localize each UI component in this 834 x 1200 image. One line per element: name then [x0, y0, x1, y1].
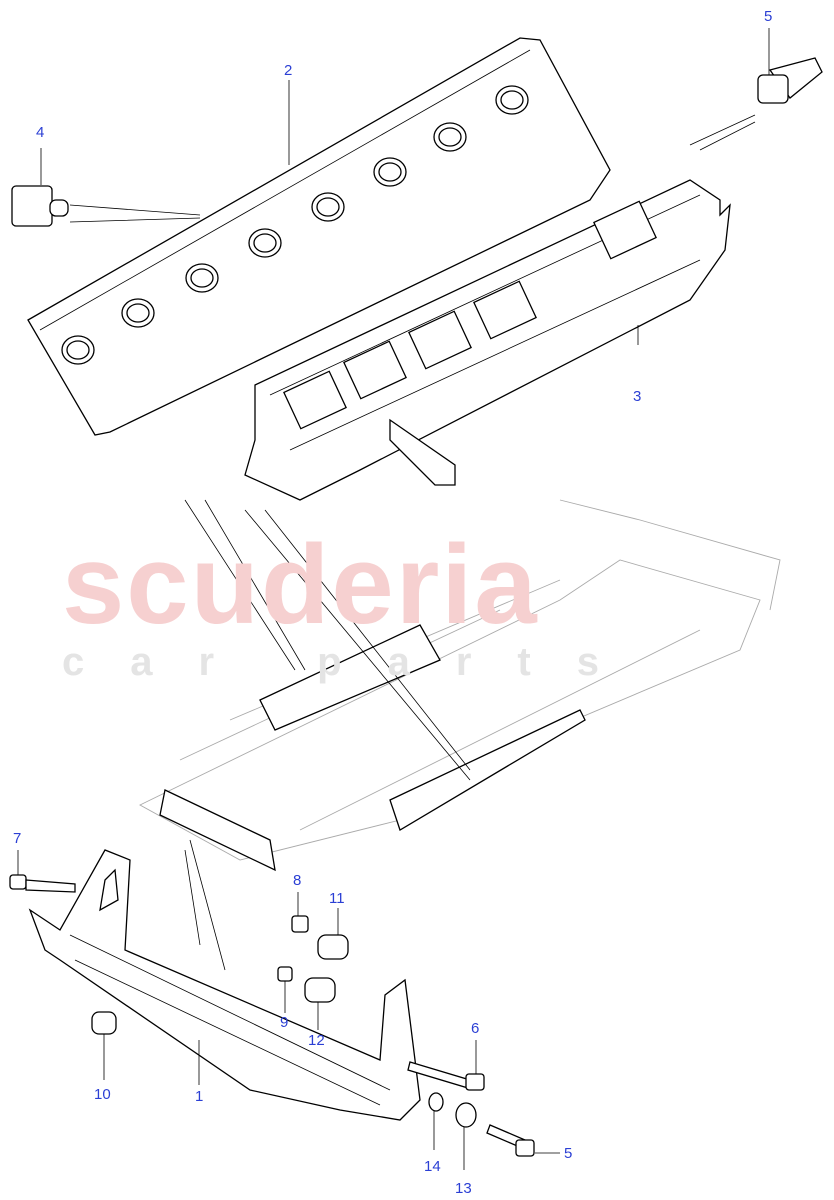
callout-14[interactable]: 14 [424, 1158, 441, 1175]
plate-hole [500, 90, 524, 110]
callout-8[interactable]: 8 [293, 872, 302, 889]
plate-hole [253, 233, 277, 253]
washer-part-13 [455, 1102, 477, 1128]
callout-2[interactable]: 2 [284, 62, 293, 79]
chassis-frame [139, 499, 781, 971]
bracket-part-3[interactable] [244, 179, 731, 501]
skid-plate-part-2[interactable] [27, 37, 611, 436]
plate-hole [378, 162, 402, 182]
callout-1[interactable]: 1 [195, 1088, 204, 1105]
callout-13[interactable]: 13 [455, 1180, 472, 1197]
plate-hole [316, 197, 340, 217]
plate-hole [126, 303, 150, 323]
callout-12[interactable]: 12 [308, 1032, 325, 1049]
plate-hole [438, 127, 462, 147]
callout-10[interactable]: 10 [94, 1086, 111, 1103]
bushing-part-4[interactable] [11, 185, 201, 227]
crossmember-part-1[interactable] [28, 849, 421, 1121]
nut-part-8 [291, 915, 309, 933]
callout-11[interactable]: 11 [329, 890, 345, 907]
callout-5-top[interactable]: 5 [764, 8, 773, 25]
leader-lines [17, 28, 770, 1170]
bolt-part-5-top[interactable] [689, 57, 823, 151]
bush-part-11 [317, 934, 349, 960]
callout-4[interactable]: 4 [36, 124, 45, 141]
bush-part-10 [91, 1011, 117, 1035]
bush-part-12 [304, 977, 336, 1003]
nut-part-9 [277, 966, 293, 982]
callout-7[interactable]: 7 [13, 830, 22, 847]
callout-6[interactable]: 6 [471, 1020, 480, 1037]
callout-9[interactable]: 9 [280, 1014, 289, 1031]
callout-3[interactable]: 3 [633, 388, 642, 405]
washer-part-14 [428, 1092, 444, 1112]
plate-hole [190, 268, 214, 288]
plate-hole [66, 340, 90, 360]
bolt-part-7 [9, 874, 27, 890]
callout-5-bottom[interactable]: 5 [564, 1145, 573, 1162]
